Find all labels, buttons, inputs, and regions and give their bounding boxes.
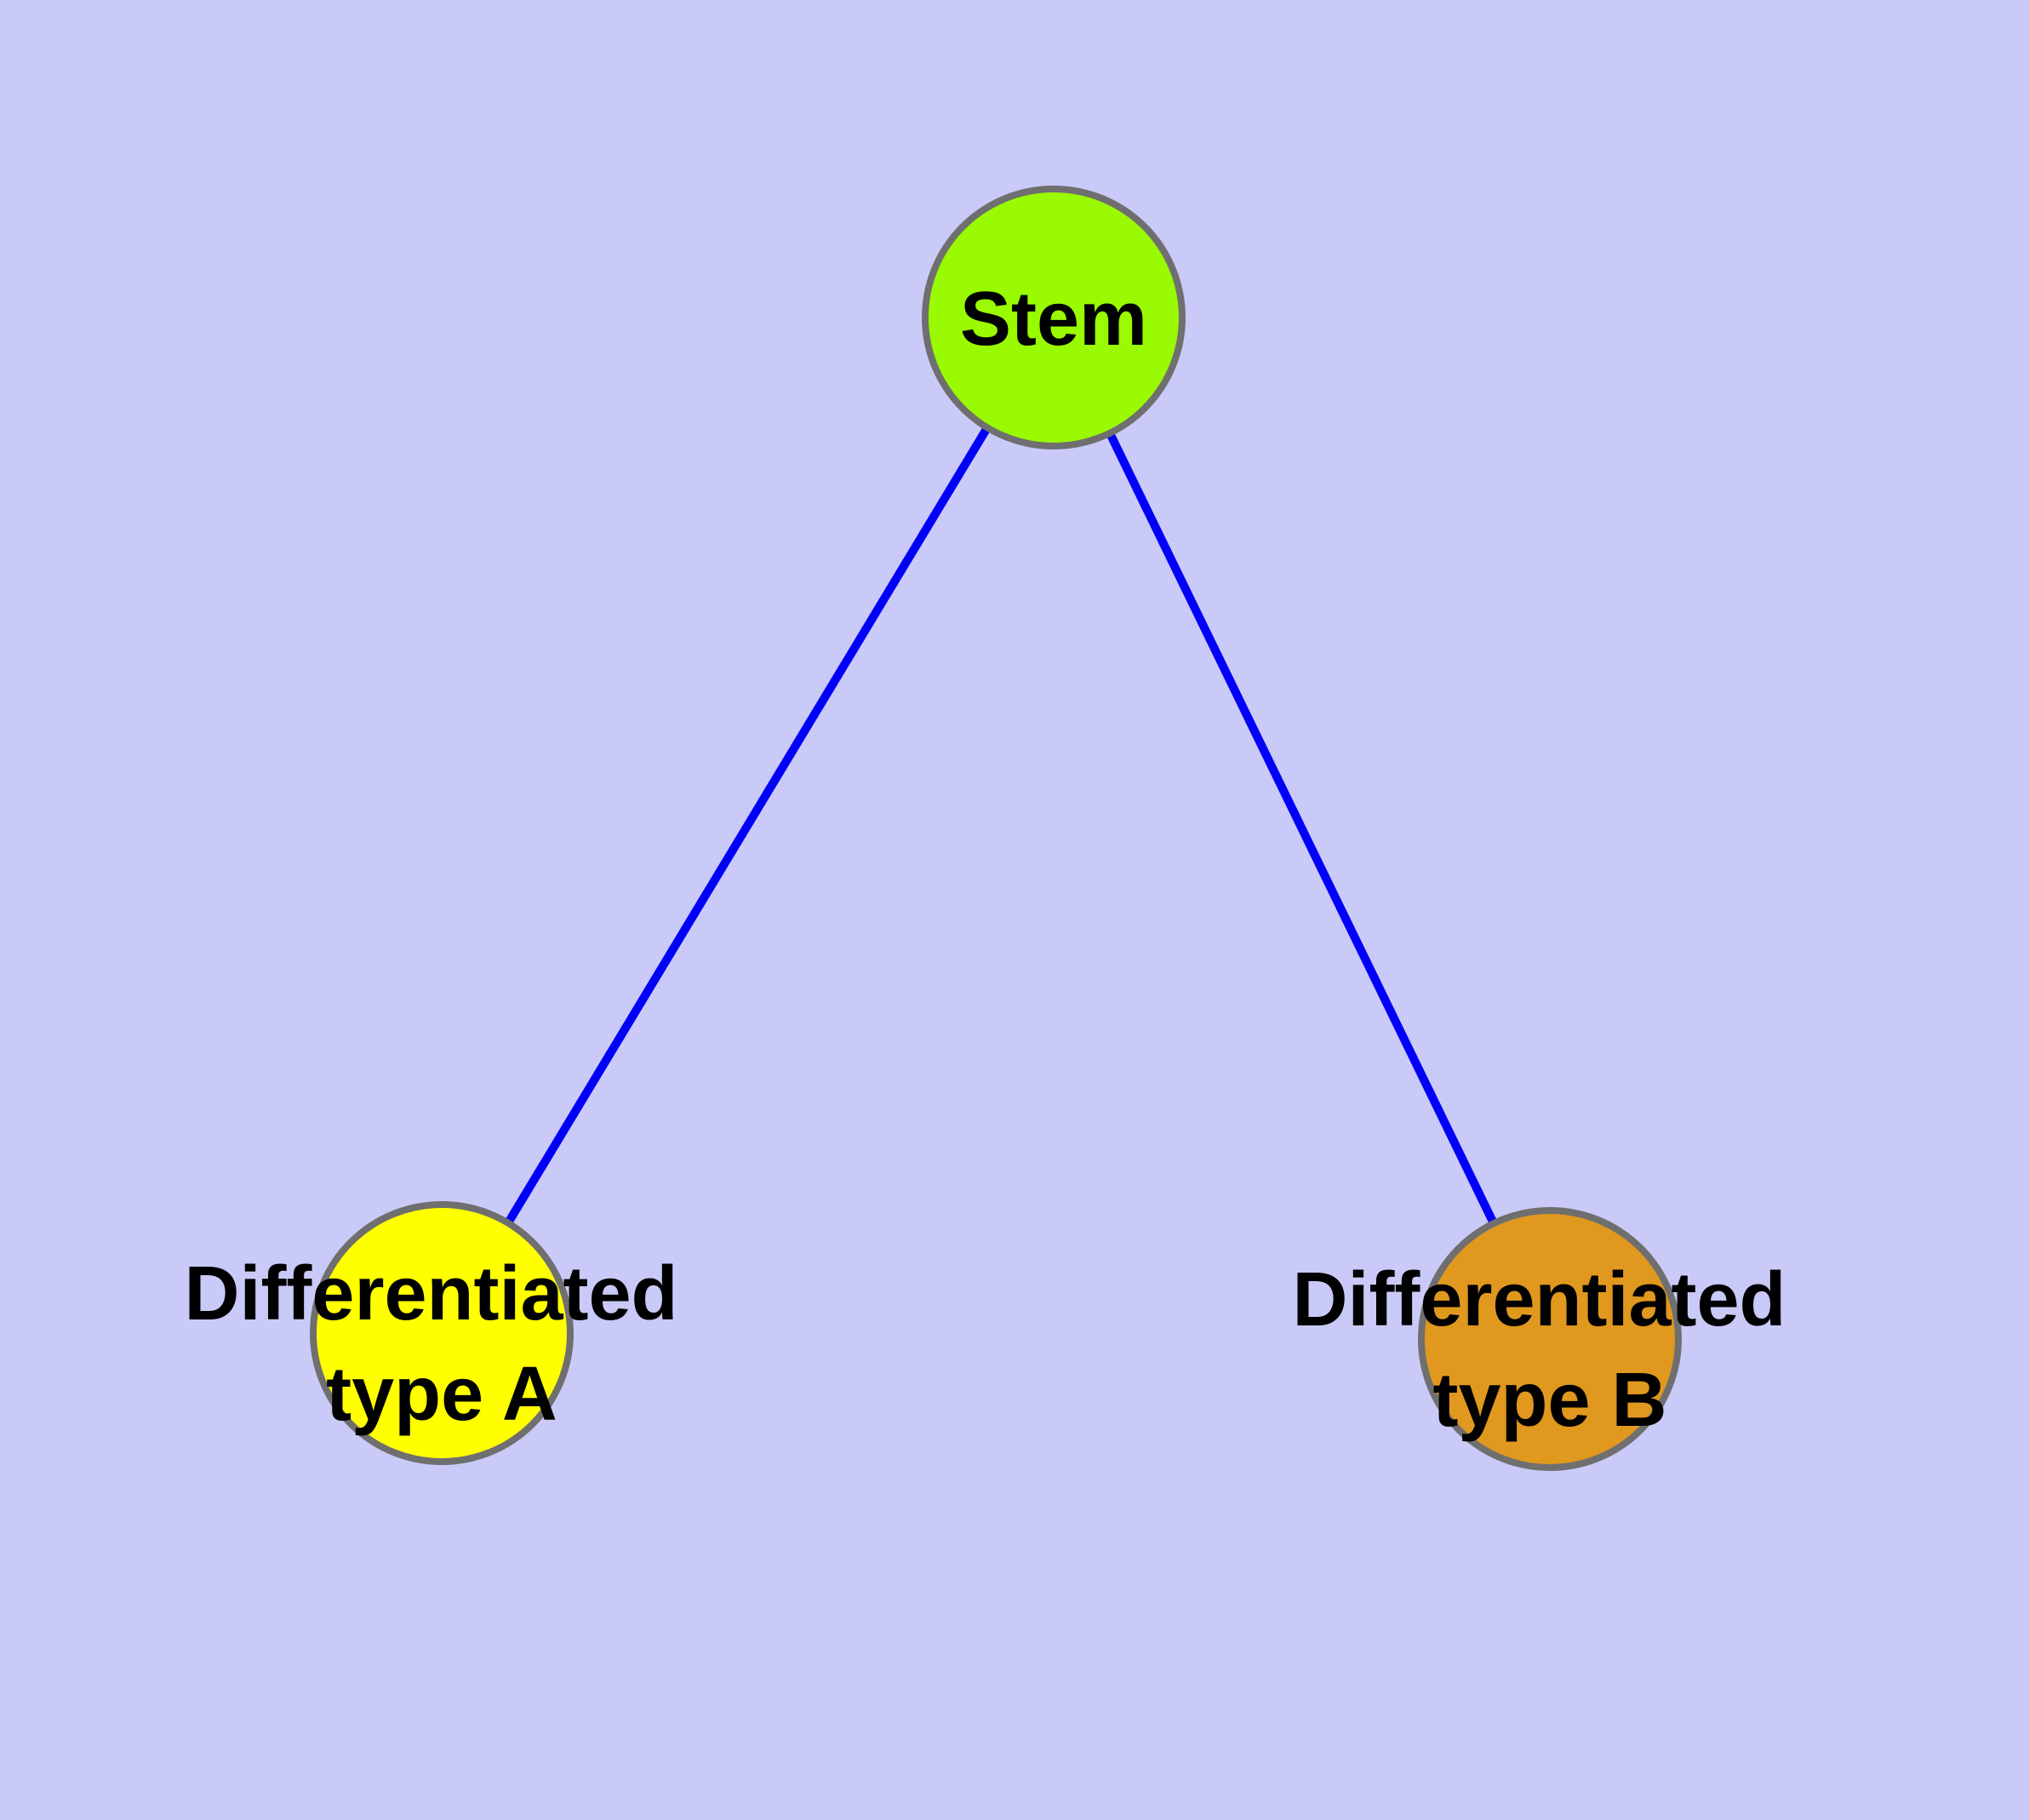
edge-stem-to-type-a — [437, 315, 1058, 1336]
node-type-a-label-line1: Differentiated — [184, 1251, 677, 1336]
node-differentiated-type-b: Differentiated type B — [1292, 1207, 1807, 1471]
node-type-b-label-line2: type B — [1432, 1358, 1666, 1443]
node-stem-label: Stem — [960, 277, 1147, 362]
node-type-b-label-line1: Differentiated — [1292, 1257, 1786, 1342]
node-stem-circle — [925, 189, 1182, 446]
node-stem: Stem — [922, 186, 1186, 449]
node-differentiated-type-a: Differentiated type A — [184, 1201, 699, 1465]
node-type-b-circle — [1421, 1210, 1678, 1468]
node-type-b-label: Differentiated type B — [1292, 1257, 1807, 1443]
edge-stem-to-type-b — [1049, 315, 1554, 1342]
node-type-a-border — [310, 1201, 574, 1465]
node-stem-border — [922, 186, 1186, 449]
node-type-b-border — [1418, 1207, 1682, 1471]
node-type-a-circle — [313, 1205, 570, 1462]
node-type-a-label-line2: type A — [326, 1352, 557, 1437]
node-type-a-label: Differentiated type A — [184, 1251, 699, 1437]
